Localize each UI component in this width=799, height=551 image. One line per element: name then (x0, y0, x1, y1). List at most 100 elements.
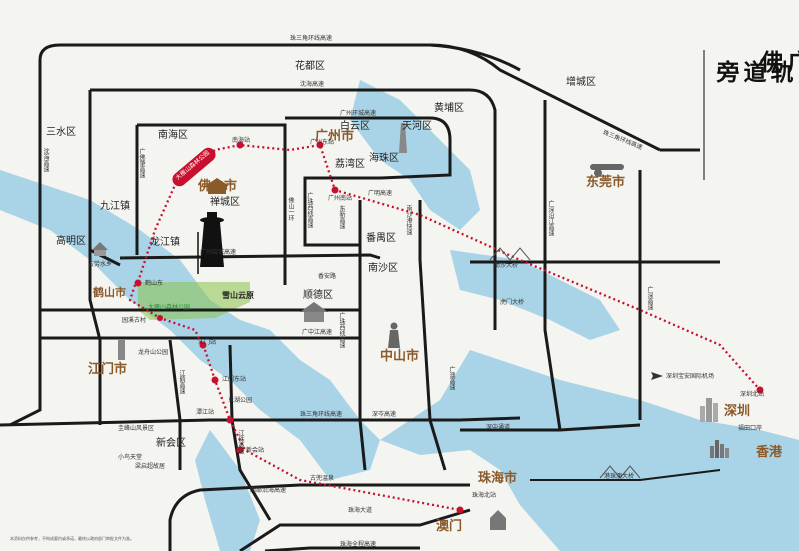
city-hongkong: 香港 (756, 445, 783, 460)
road-v-guangzhu (358, 200, 367, 471)
road-bottom (264, 546, 420, 551)
district-liwan: 荔湾区 (335, 159, 365, 170)
place-gulao: 古劳水乡 (88, 261, 113, 268)
district-gaoming: 高明区 (56, 236, 86, 247)
road-label-shencen: 深岑高速 (372, 411, 397, 418)
city-dongguan: 东莞市 (586, 175, 626, 190)
district-sanshui: 三水区 (46, 127, 76, 138)
place-nanhai-station: 南海站 (232, 137, 251, 144)
road-hzm-bridge (530, 469, 721, 481)
station-guangzhou-east (316, 141, 324, 149)
road-v-jiangzhu (228, 344, 272, 521)
district-huadu: 花都区 (295, 61, 325, 72)
gz-ring-road (285, 116, 452, 247)
station-zhuhai (456, 506, 464, 514)
bridge-icon (489, 247, 531, 261)
city-foshan: 佛山市 (198, 179, 238, 194)
road-label-zhuhai-coastal: 珠海全程高速 (340, 541, 377, 548)
road-xibu (168, 483, 470, 551)
city-zhuhai: 珠海市 (478, 471, 518, 486)
hzm-bridge-icon (599, 465, 641, 479)
road-label-nansha-port: 南沙港快速 (405, 205, 412, 235)
road-label-ring3: 珠三角环线高速 (290, 35, 333, 42)
macau-building-icon (490, 510, 506, 530)
road-label-nansha-bridge: 南沙大桥 (494, 262, 519, 269)
shenzhen-buildings-icon (700, 398, 718, 422)
ring-second (90, 88, 497, 330)
road-label-jianghe: 江鹤高速 (178, 370, 185, 394)
road-label-humen: 虎门大桥 (500, 299, 525, 306)
road-label-dongxin: 东新高速 (338, 205, 345, 229)
place-longkou: 龙舟山公园 (138, 349, 169, 356)
place-xiaoniao: 小鸟天堂 (118, 454, 143, 461)
place-jiangmen-east: 江门东站 (222, 376, 247, 383)
road-label-hzm-bridge: 港珠澳大桥 (604, 473, 635, 480)
road-v-jianghe (168, 339, 182, 470)
landmark-figure-icon (197, 212, 224, 274)
road-v-guangao (418, 200, 447, 471)
road-v-guangshen (543, 100, 562, 431)
place-guhuang: 古兜温泉 (310, 475, 335, 482)
district-panyu: 番禺区 (366, 233, 396, 244)
station-xinhui (236, 446, 244, 454)
district-shunde: 顺德区 (303, 290, 333, 301)
place-gz-east: 广州东站 (310, 139, 335, 146)
pearl-river-estuary (380, 350, 799, 551)
river-west (0, 170, 380, 480)
city-macau: 澳门 (436, 519, 463, 534)
road-label-shenhai-north: 沈海高速 (42, 148, 49, 172)
station-yuanxi (157, 315, 163, 321)
road-label-guangzhu-west2: 广珠西线高速 (338, 312, 345, 348)
district-tianhe: 天河区 (402, 121, 432, 132)
city-heshan: 鹤山市 (93, 286, 126, 299)
place-gz-south: 广州南站 (328, 195, 353, 202)
district-huangpu: 黄埔区 (434, 103, 464, 114)
road-v-left (88, 250, 102, 425)
city-shenzhen: 深圳 (724, 404, 751, 419)
station-nanhai (236, 141, 244, 149)
road-label-xibu: 西部沿海高速 (250, 487, 287, 494)
station-tanjiang (226, 416, 234, 424)
road-label-xiangan: 香安路 (318, 273, 337, 280)
city-zhongshan: 中山市 (380, 349, 420, 364)
hongkong-skyline-icon (710, 440, 729, 458)
station-guangzhou-south (331, 186, 339, 194)
zhongshan-statue-icon (388, 322, 400, 348)
district-xinhui: 新会区 (156, 438, 186, 449)
road-label-jiangzhu: 江珠高速 (237, 430, 244, 454)
jiangmen-tower-icon (118, 340, 125, 360)
road-label-guangshen: 广深高速 (646, 286, 653, 310)
district-longjiang: 龙江镇 (150, 237, 180, 248)
foshan-ring (137, 123, 287, 285)
city-guangzhou: 广州市 (315, 129, 355, 144)
road-label-shenzhong-tunnel: 深中通道 (486, 424, 511, 431)
station-jiangmen (199, 341, 207, 349)
road-label-guangfo-zhao: 广佛肇高速 (138, 148, 145, 178)
ring-outer-east (429, 43, 700, 152)
road-label-guangshen-coastal: 广深沿江高速 (547, 200, 554, 236)
slogan-line1: 大湾区·近广佛 (756, 50, 799, 73)
river-nansha (450, 250, 620, 340)
place-tanjiang: 潭江站 (196, 409, 215, 416)
river-xijiang-south (195, 430, 260, 551)
road-label-shenhai: 沈海高速 (300, 81, 325, 88)
station-jiangmen-east (211, 376, 219, 384)
place-futian: 福田口岸 (738, 425, 763, 432)
place-shenzhen-north: 深圳北站 (740, 391, 765, 398)
road-ring3-south (0, 416, 521, 427)
road-label-guangao: 广澳高速 (448, 366, 455, 390)
place-dongfeng: 东湖公园 (228, 397, 253, 404)
road-label-guangzhu-west: 广珠西线高速 (306, 192, 313, 228)
landmark-calligraphy: 雪山云原 (222, 291, 254, 300)
foshan-building-icon (205, 178, 229, 194)
district-haizhu: 海珠区 (369, 153, 399, 164)
station-shenzhen-north (756, 386, 764, 394)
district-chancheng: 禅城区 (210, 197, 240, 208)
canton-tower-icon (399, 123, 407, 153)
route-banner (172, 147, 216, 187)
place-xinhui-station: 新会站 (246, 447, 265, 454)
place-guishan: 圭峰山风景区 (118, 425, 155, 432)
city-jiangmen: 江门市 (88, 362, 128, 377)
